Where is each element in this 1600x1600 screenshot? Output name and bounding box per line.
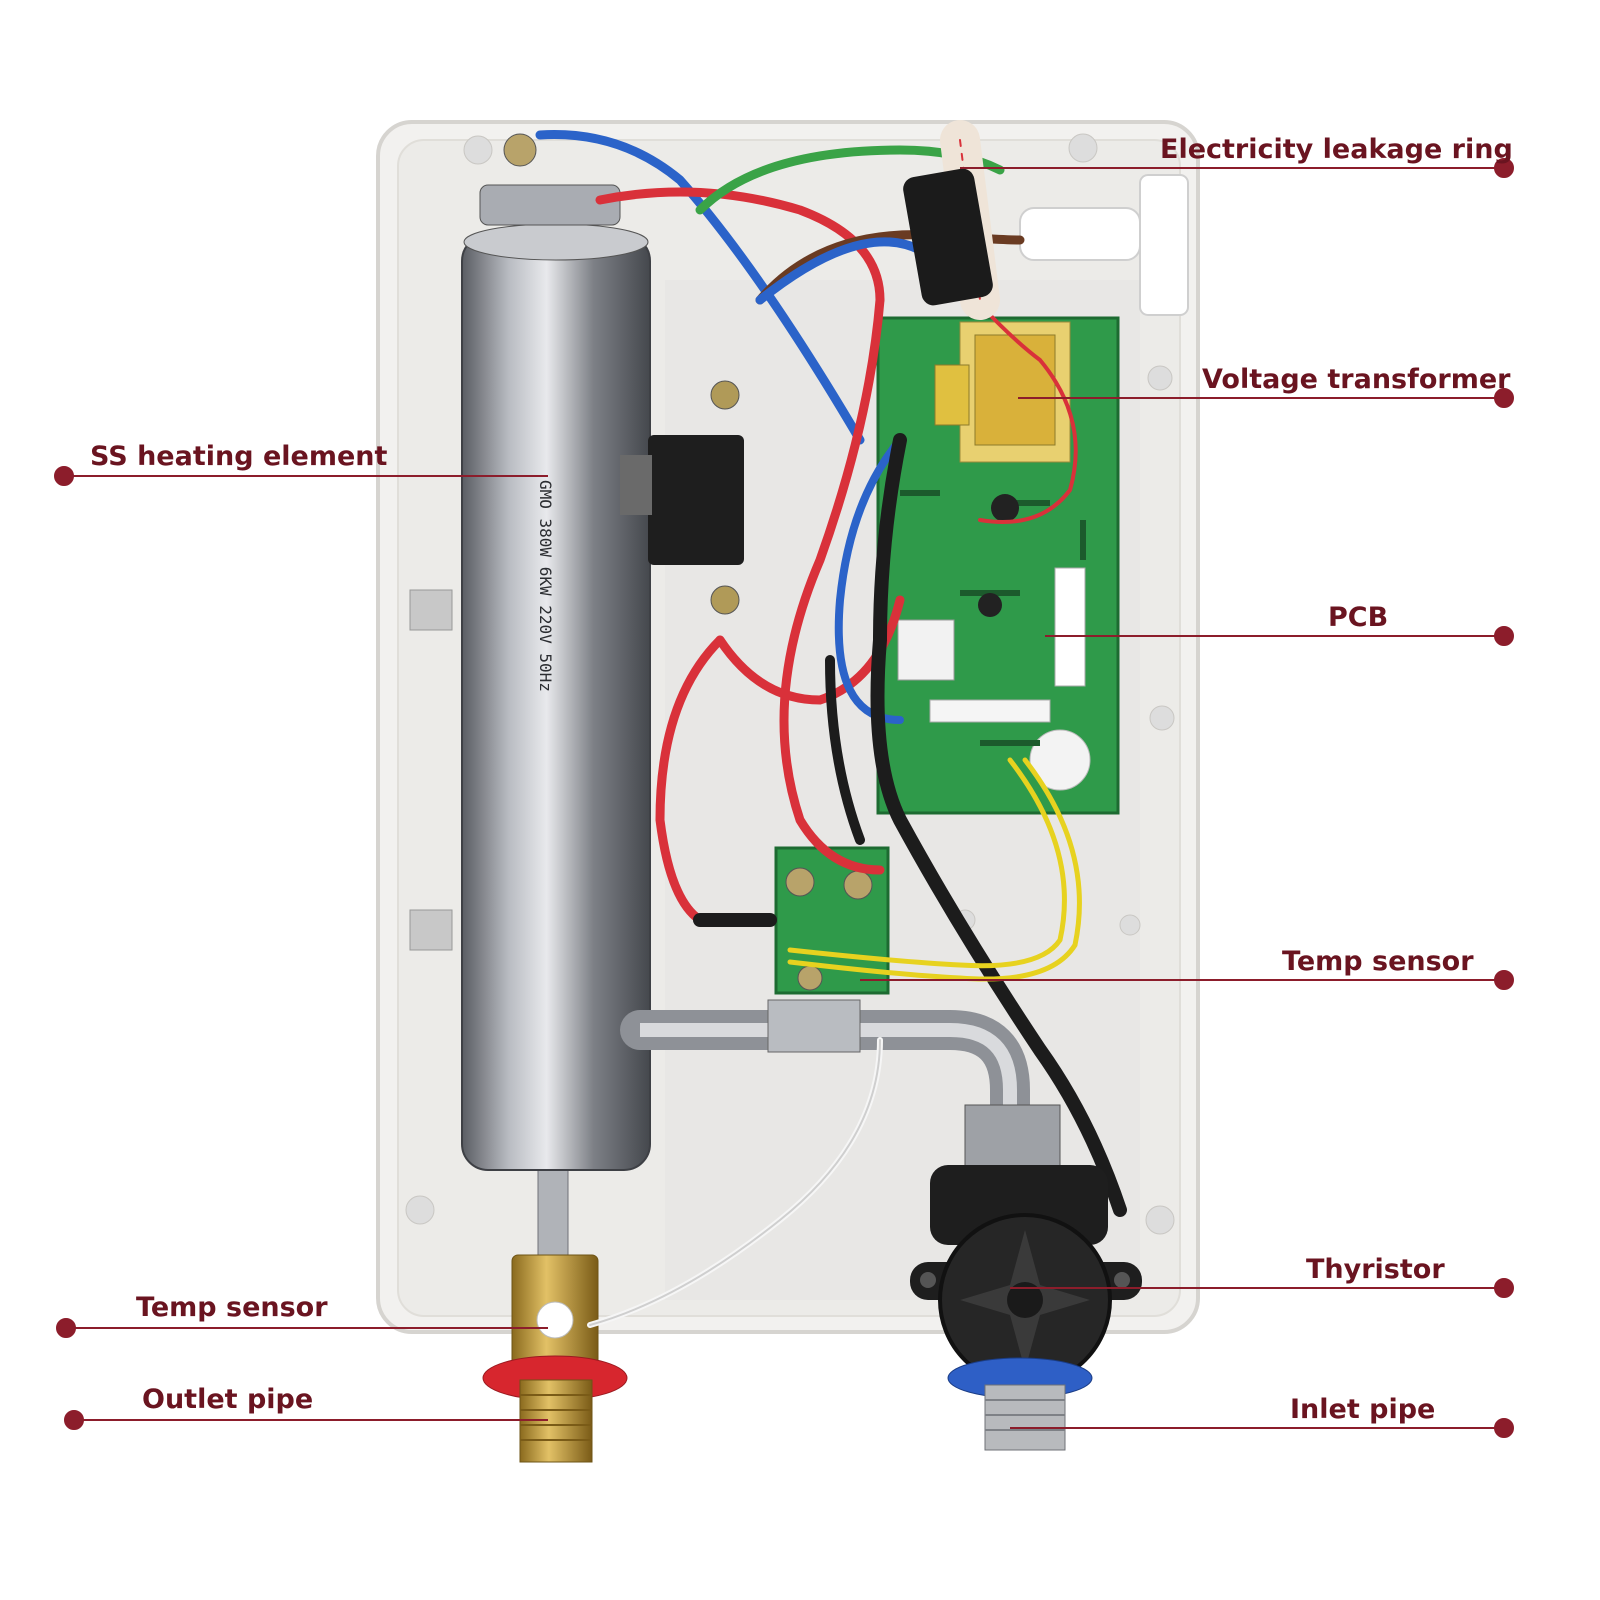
thermostat	[620, 380, 744, 615]
pcb-board	[876, 316, 1120, 815]
callout-temp-sensor-right	[860, 970, 1514, 990]
label-leakage-ring: Electricity leakage ring	[1160, 134, 1513, 165]
label-ss-heating-element: SS heating element	[90, 441, 388, 472]
callout-pcb	[1045, 626, 1514, 646]
label-inlet-pipe: Inlet pipe	[1290, 1394, 1436, 1425]
callout-inlet-pipe	[1010, 1418, 1514, 1438]
callout-temp-sensor-left	[56, 1318, 548, 1338]
label-temp-sensor-left: Temp sensor	[136, 1292, 328, 1323]
thyristor-body	[910, 1104, 1142, 1387]
label-thyristor: Thyristor	[1306, 1254, 1445, 1285]
label-voltage-transformer: Voltage transformer	[1202, 364, 1511, 395]
label-pcb: PCB	[1328, 602, 1389, 633]
ss-heating-element: GMO 380W 6KW 220V 50Hz	[461, 133, 651, 1171]
label-temp-sensor-right: Temp sensor	[1282, 946, 1474, 977]
callouts	[54, 158, 1514, 1438]
callout-ss-heating-element	[54, 466, 548, 486]
callout-voltage-transformer	[1018, 388, 1514, 408]
label-outlet-pipe: Outlet pipe	[142, 1384, 314, 1415]
heater-markings: GMO 380W 6KW 220V 50Hz	[536, 480, 555, 692]
callout-thyristor	[1010, 1278, 1514, 1298]
leakage-ring	[903, 168, 993, 306]
callout-outlet-pipe	[64, 1410, 548, 1430]
outlet-pipe	[482, 1159, 628, 1463]
heater-to-inlet-pipe	[620, 999, 1030, 1150]
inlet-pipe	[947, 1357, 1093, 1451]
callout-leakage-ring	[960, 158, 1514, 178]
